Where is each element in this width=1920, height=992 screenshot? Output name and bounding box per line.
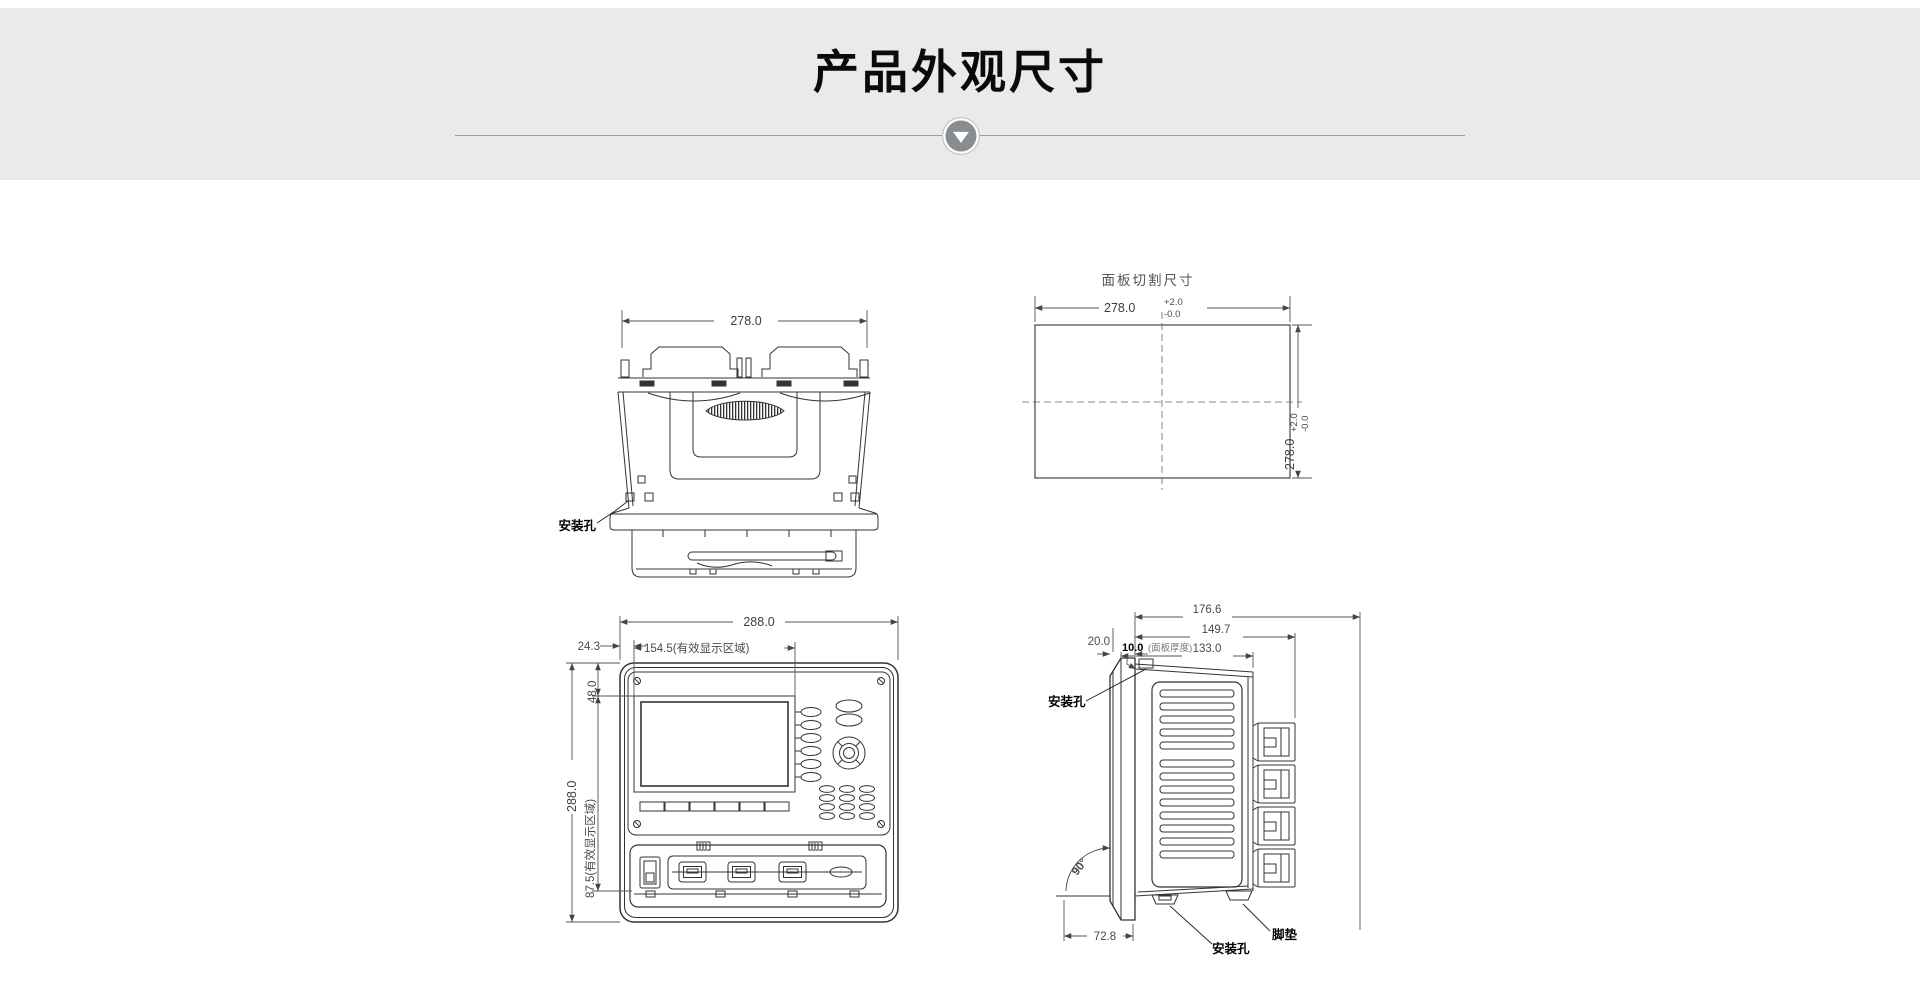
bezel-screws [633, 677, 885, 828]
panel-cutout-drawing: 面板切割尺寸 278.0 +2.0 -0.0 278.0 +2.0 -0 [1022, 272, 1312, 490]
side-depth-case-dim: 133.0 [1193, 643, 1222, 655]
side-panel-thickness-note: (面板厚度) [1148, 642, 1192, 654]
side-mounting-hole-top-label: 安装孔 [1048, 694, 1086, 709]
function-keys [835, 699, 863, 727]
cutout-height-dim: 278.0 [1283, 439, 1297, 470]
cutout-width-dim: 278.0 [1104, 301, 1135, 315]
cutout-height-tol-plus: +2.0 [1289, 413, 1300, 432]
side-depth-total-dim: 176.6 [1193, 604, 1222, 616]
scroll-down-button[interactable] [942, 117, 980, 155]
round-connector [829, 866, 853, 878]
side-foot-pad-label: 脚垫 [1272, 927, 1298, 942]
top-view-mounting-hole-label: 安装孔 [558, 518, 596, 533]
display-screen [633, 695, 796, 793]
cutout-width-tol-plus: +2.0 [1164, 297, 1183, 308]
down-triangle-icon [953, 131, 969, 143]
section-header: 产品外观尺寸 [0, 8, 1920, 180]
side-view-drawing: 90° 176.6 149.7 133.0 [1048, 604, 1361, 956]
navigation-dpad [832, 736, 866, 770]
soft-keys [795, 707, 822, 782]
front-offset-y-dim: 48.0 [587, 681, 599, 703]
front-width-dim: 288.0 [743, 615, 774, 629]
side-depth-rear-dim: 149.7 [1202, 624, 1231, 636]
front-display-width-dim: 154.5(有效显示区域) [644, 641, 750, 655]
side-panel-thickness-dim: 10.0 [1122, 642, 1143, 654]
vent-louvers [1151, 681, 1243, 888]
page-title: 产品外观尺寸 [813, 46, 1107, 98]
numeric-keys [819, 785, 875, 820]
cutout-width-tol-minus: -0.0 [1164, 309, 1180, 320]
panel-cutout-title: 面板切割尺寸 [1102, 272, 1195, 288]
foot-pads [1151, 890, 1253, 905]
side-front-depth-dim: 20.0 [1088, 636, 1110, 648]
front-height-dim: 288.0 [565, 781, 579, 812]
cutout-height-tol-minus: -0.0 [1300, 416, 1311, 432]
port-compartment [629, 841, 887, 908]
top-view-drawing: 278.0 [558, 310, 879, 578]
terminal-blocks [1252, 722, 1296, 888]
mounting-holes [625, 475, 860, 502]
swing-angle-dim: 90° [1070, 856, 1090, 877]
usb-ports [678, 861, 807, 883]
power-switch [639, 856, 661, 889]
handle [669, 392, 821, 480]
front-display-height-dim: 87.5(有效显示区域) [583, 799, 597, 898]
front-view-drawing: 288.0 24.3 154.5(有效显示区域) 48.0 288.0 87.5… [565, 615, 899, 923]
menu-keys [639, 801, 790, 812]
side-bottom-offset-dim: 72.8 [1094, 931, 1116, 943]
side-mounting-hole-bottom-label: 安装孔 [1212, 941, 1250, 956]
top-view-width-dim: 278.0 [730, 314, 761, 328]
front-offset-x-dim: 24.3 [578, 641, 600, 653]
